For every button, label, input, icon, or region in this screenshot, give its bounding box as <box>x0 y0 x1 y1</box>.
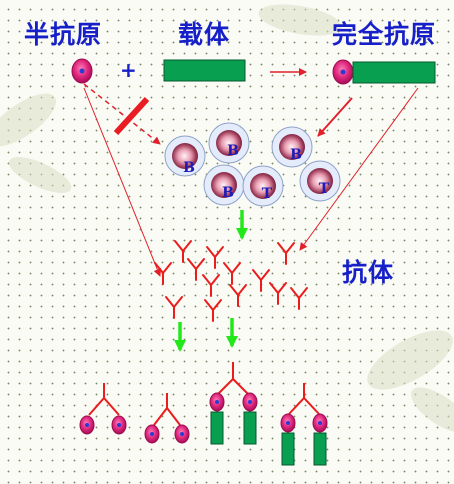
antibody-y-icon <box>252 269 270 292</box>
complex-hapten-pair-2 <box>144 393 190 444</box>
carrier-bar-icon <box>163 59 246 82</box>
antibody-y-icon <box>277 242 295 265</box>
blocked-path-arrow <box>83 83 161 145</box>
antibody-y-icon <box>206 246 224 269</box>
carrier-title: 载体 <box>178 20 231 49</box>
b-cell-icon: B <box>203 164 245 206</box>
antibody-y-icon <box>290 287 308 310</box>
lymphocyte-cluster: B B B B T <box>164 122 341 207</box>
antibody-y-icon <box>165 296 183 319</box>
b-cell-icon: B <box>208 122 250 164</box>
antibody-y-icon <box>229 284 247 307</box>
t-cell-icon: T <box>242 165 284 207</box>
complex-hapten-pair-1 <box>79 383 127 435</box>
background-leaves <box>0 4 454 433</box>
complex-complete-antigen-2 <box>280 383 328 466</box>
cell-letter: B <box>222 185 234 201</box>
hapten-to-antibody-arrow <box>83 87 162 277</box>
antibody-y-icon <box>223 262 241 285</box>
antibody-cluster <box>154 240 308 322</box>
hapten-title: 半抗原 <box>24 20 103 49</box>
cell-letter: T <box>319 181 330 197</box>
cell-letter: B <box>290 147 302 163</box>
antibody-y-icon <box>187 258 205 281</box>
antigen-to-antibody-arrow <box>299 87 419 251</box>
b-cell-icon: B <box>164 135 206 177</box>
antibody-y-icon <box>174 240 192 263</box>
complete-antigen-title: 完全抗原 <box>332 20 437 49</box>
cell-letter: B <box>183 160 195 176</box>
t-cell-icon: T <box>299 160 341 202</box>
cell-letter: T <box>262 186 273 202</box>
antigen-to-cells-arrow <box>317 97 353 137</box>
antibody-y-icon <box>204 299 222 322</box>
antibody-y-icon <box>202 274 220 297</box>
block-bar-icon <box>113 96 150 136</box>
cell-letter: B <box>227 143 239 159</box>
antibody-y-icon <box>269 282 287 305</box>
complex-complete-antigen-1 <box>209 362 258 445</box>
antibody-title: 抗体 <box>342 258 395 287</box>
antibody-y-icon <box>154 262 172 285</box>
hapten-circle-icon <box>71 58 93 84</box>
b-cell-icon: B <box>271 126 313 168</box>
complete-antigen-icon <box>332 59 436 85</box>
plus-sign: + <box>120 58 137 82</box>
